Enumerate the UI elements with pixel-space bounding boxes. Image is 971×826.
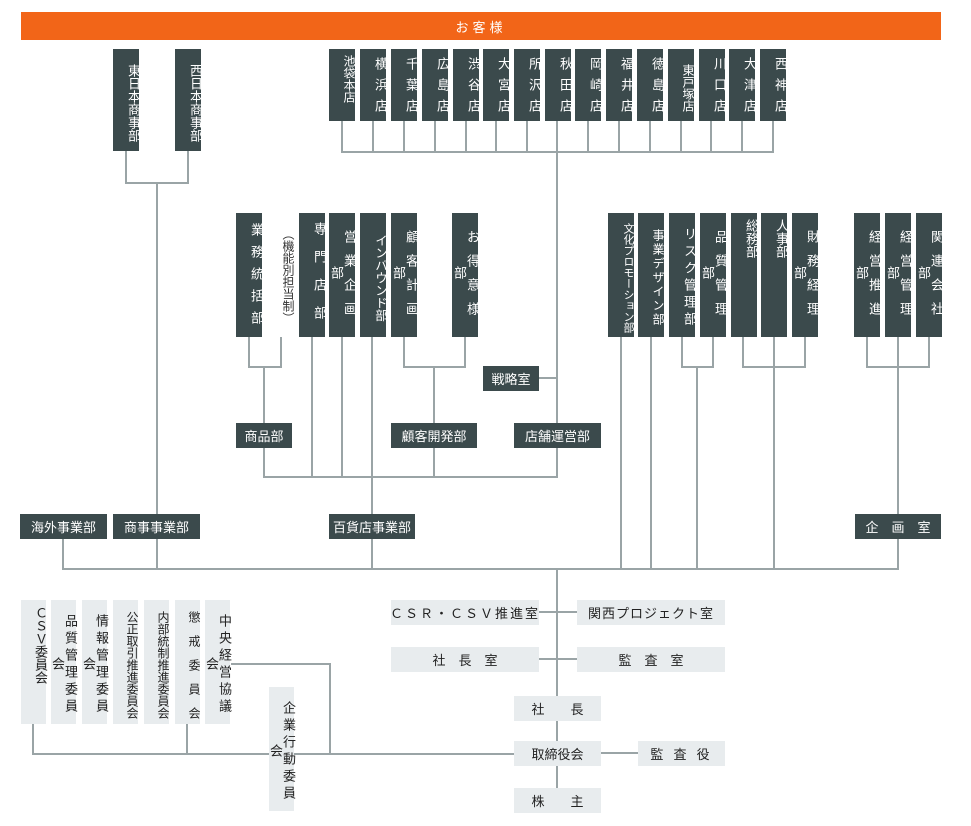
east-japan-trading-dept[interactable]: 東日本商事部 [113,49,140,151]
quality-management-dept[interactable]: 品質管理部 [699,213,727,337]
sales-planning-dept[interactable]: 営業企画部 [328,213,356,337]
kansai-project-office[interactable]: 関西プロジェクト室 [577,600,725,625]
audit-office[interactable]: 監 査 室 [577,647,725,672]
customer-planning-dept[interactable]: 顧客計画部 [390,213,418,337]
store[interactable]: 大津店 [729,49,756,121]
trading-business-division[interactable]: 商事事業部 [113,514,200,539]
customer-development-dept[interactable]: 顧客開発部 [391,423,477,448]
affiliated-companies-dept[interactable]: 関連会社部 [915,213,943,337]
store[interactable]: 西神店 [760,49,787,121]
merchandise-dept[interactable]: 商品部 [236,423,292,448]
store[interactable]: 川口店 [699,49,726,121]
quality-management-committee[interactable]: 品質管理委員会 [49,600,77,724]
key-clients-dept[interactable]: お得意様部 [451,213,479,337]
csv-committee[interactable]: ＣＳＶ委員会 [21,600,47,724]
culture-promotion-dept[interactable]: 文化プロモーション部 [608,213,635,337]
business-design-dept[interactable]: 事業デザイン部 [638,213,665,337]
store[interactable]: 渋谷店 [453,49,480,121]
business-control-dept[interactable]: 業務統括部 [236,213,263,337]
management-control-dept[interactable]: 経営管理部 [884,213,912,337]
store[interactable]: 横浜店 [360,49,387,121]
functional-assignment-note: （機能別担当制） [268,213,295,337]
board-of-directors[interactable]: 取締役会 [514,741,601,766]
department-store-division[interactable]: 百貨店事業部 [329,514,415,539]
overseas-business-division[interactable]: 海外事業部 [20,514,107,539]
store[interactable]: 徳島店 [637,49,664,121]
store[interactable]: 千葉店 [391,49,418,121]
store[interactable]: 福井店 [606,49,633,121]
internal-control-committee[interactable]: 内部統制推進委員会 [144,600,170,724]
fair-trade-committee[interactable]: 公正取引推進委員会 [113,600,139,724]
hr-dept[interactable]: 人事部 [761,213,788,337]
planning-office[interactable]: 企 画 室 [855,514,941,539]
information-management-committee[interactable]: 情報管理委員会 [80,600,108,724]
risk-management-dept[interactable]: リスク管理部 [669,213,696,337]
strategy-office[interactable]: 戦略室 [483,366,539,391]
store[interactable]: 池袋本店 [329,49,356,121]
store[interactable]: 大宮店 [483,49,510,121]
disciplinary-committee[interactable]: 懲 戒 委 員 会 [175,600,201,724]
store[interactable]: 東戸塚店 [668,49,695,121]
store[interactable]: 岡崎店 [575,49,602,121]
corporate-conduct-committee[interactable]: 企業行動委員会 [267,687,295,811]
specialty-store-dept[interactable]: 専門店部 [299,213,326,337]
store[interactable]: 広島店 [422,49,449,121]
customers-banner: お客様 [21,12,941,40]
finance-accounting-dept[interactable]: 財務経理部 [791,213,819,337]
management-promotion-dept[interactable]: 経営推進部 [853,213,881,337]
store-operations-dept[interactable]: 店舗運営部 [514,423,601,448]
president-office[interactable]: 社 長 室 [391,647,539,672]
store[interactable]: 所沢店 [514,49,541,121]
inbound-dept[interactable]: インバウンド部 [360,213,388,337]
central-management-council[interactable]: 中央経営協議会 [203,600,231,724]
president[interactable]: 社 長 [514,696,601,721]
shareholders[interactable]: 株 主 [514,788,601,813]
west-japan-trading-dept[interactable]: 西日本商事部 [175,49,202,151]
csr-csv-office[interactable]: ＣＳＲ・ＣＳＶ推進室 [390,600,539,625]
banner-label: お客様 [455,20,507,36]
store[interactable]: 秋田店 [545,49,572,121]
corporate-auditors[interactable]: 監 査 役 [638,741,725,766]
general-affairs-dept[interactable]: 総務部 [731,213,758,337]
